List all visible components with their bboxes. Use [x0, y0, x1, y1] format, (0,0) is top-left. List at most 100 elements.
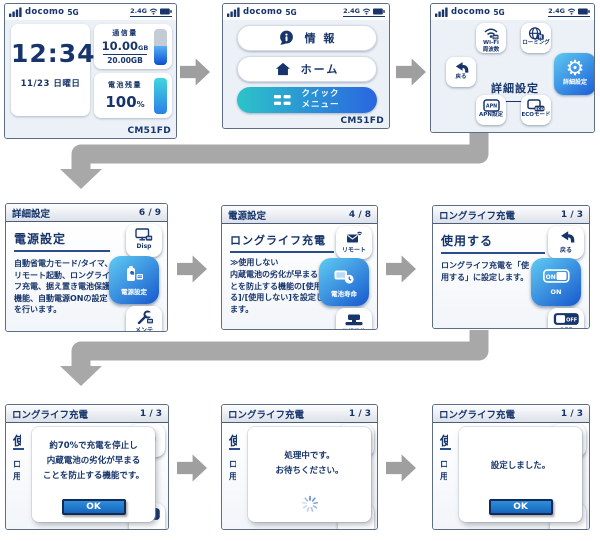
background-partial-text: ロ [440, 458, 447, 470]
data-used-value: 10.00 [101, 39, 139, 53]
page-indicator: 1 / 3 [139, 408, 162, 419]
clock-time: 12:34 [11, 39, 96, 68]
tile-remote[interactable]: リモート [336, 226, 372, 259]
network-label: 5G [285, 7, 297, 17]
info-button[interactable]: 情 報 [237, 25, 377, 51]
quick-menu-label-line2: メニュー [301, 100, 340, 110]
disp-label: Disp [136, 243, 152, 250]
background-title-underline [13, 448, 24, 450]
page-indicator: 1 / 3 [348, 408, 371, 419]
screen-longlife-info-dialog: ロングライフ充電 1 / 3 使 ロ 用 約70%で充電を停止し 内蔵電池の劣化… [5, 404, 169, 530]
background-partial-text: ロ [13, 458, 20, 470]
carrier-label: docomo [243, 7, 283, 17]
display-icon [135, 228, 153, 241]
status-bar: docomo 5G 2.4G [5, 4, 176, 20]
network-label: 5G [493, 7, 505, 17]
battery-life-label: 電池寿命 [331, 290, 357, 298]
dialog-line: 内蔵電池の劣化が早まる [46, 455, 141, 466]
battery-life-icon [334, 270, 354, 284]
data-usage-panel: 通信量 10.00GB 20.00GB [94, 24, 172, 69]
tile-protection[interactable]: 保護機能 [336, 308, 372, 329]
detail-settings-label: 詳細設定 [562, 79, 587, 86]
wifi-band-label: 2.4G [548, 7, 565, 15]
section-description: 内蔵電池の劣化が早まることを防止する機能の[使用する]/[使用しない]を設定しま… [230, 270, 330, 314]
flow-arrow-4 [386, 255, 416, 283]
screen-header: 電源設定 4 / 8 [222, 206, 377, 224]
tile-power-settings-selected[interactable]: 電源設定 [109, 256, 159, 304]
tile-apn-settings[interactable]: APN APN設定 [476, 95, 506, 125]
tile-detail-settings-selected[interactable]: ⚙ 詳細設定 [554, 53, 594, 95]
background-partial-text: ロ [229, 458, 236, 470]
tile-disp[interactable]: Disp [126, 224, 162, 257]
flow-arrow-2 [396, 58, 426, 86]
tile-on-selected[interactable]: ON ON [531, 258, 581, 306]
background-partial-text: 用 [440, 470, 447, 482]
power-settings-label: 電源設定 [121, 288, 147, 296]
flow-arrow-1 [180, 58, 210, 86]
back-label: 戻る [455, 74, 467, 80]
dialog-line: 設定しました。 [490, 461, 551, 471]
tile-maintenance[interactable]: メンテ [126, 306, 162, 332]
quick-menu-label-line1: クイック [301, 89, 340, 100]
page-indicator: 6 / 9 [138, 207, 161, 218]
gear-icon: ⚙ [565, 55, 585, 80]
tile-off[interactable]: OFF OFF [548, 308, 584, 328]
apn-icon-text: APN [485, 103, 496, 109]
roaming-globe-icon: R [528, 26, 544, 40]
maintenance-label: メンテ [134, 327, 153, 332]
home-icon [275, 62, 290, 76]
toggle-on-icon: ON [542, 268, 570, 283]
quick-menu-button[interactable]: クイックメニュー [237, 87, 377, 113]
signal-strength-icon [9, 7, 22, 17]
signal-strength-icon [435, 7, 448, 17]
quick-menu-icon [274, 94, 292, 105]
tile-roaming[interactable]: R ローミング [521, 23, 551, 53]
section-title: ロングライフ充電 [230, 232, 334, 253]
section-title: 電源設定 [14, 230, 110, 252]
quick-menu-title: 詳細設定 [491, 82, 539, 95]
battery-value: 100 [105, 93, 137, 111]
battery-icon [160, 8, 172, 14]
home-button[interactable]: ホーム [237, 56, 377, 82]
screen-detail-settings: 詳細設定 6 / 9 電源設定 自動省電力モード/タイマ、リモート起動、ロングラ… [5, 203, 168, 332]
section-title: 使用する [441, 232, 545, 254]
header-title: ロングライフ充電 [228, 409, 305, 421]
model-label: CM51FD [340, 116, 384, 126]
quick-menu-title-underline [484, 101, 546, 102]
wifi-frequency-label-line1: Wi-Fi [483, 40, 499, 46]
flow-connector-row1-row2 [60, 133, 489, 189]
ok-button[interactable]: OK [488, 499, 553, 515]
header-title: ロングライフ充電 [12, 409, 89, 421]
screen-header: 詳細設定 6 / 9 [6, 204, 167, 222]
flow-connector-row2-row3 [60, 330, 489, 386]
battery-gauge [154, 77, 167, 114]
background-partial-title: 使 [229, 432, 237, 449]
off-label: OFF [548, 327, 584, 328]
screen-main-menu: docomo 5G 2.4G 情 報 ホーム クイックメニュー CM51FD [222, 3, 390, 129]
remote-label: リモート [341, 247, 366, 254]
info-icon [279, 30, 293, 45]
eco-mode-icon: ECO [527, 98, 545, 111]
dialog-line: お待ちください。 [275, 465, 344, 476]
on-label: ON [550, 288, 562, 296]
dialog-line: ことを防止する機能です。 [42, 470, 145, 481]
tile-back[interactable]: 戻る [548, 226, 584, 259]
power-settings-icon [127, 265, 143, 281]
tile-battery-life-selected[interactable]: 電池寿命 [319, 258, 369, 306]
tile-back[interactable]: 戻る [446, 57, 476, 87]
header-title: 詳細設定 [12, 208, 51, 220]
home-body: 12:34 11/23 日曜日 通信量 10.00GB 20.00GB [5, 20, 176, 138]
tile-eco-mode[interactable]: ECO ECOモード [521, 95, 551, 125]
ok-button[interactable]: OK [61, 499, 126, 515]
done-dialog: 設定しました。 OK [459, 427, 582, 522]
page-indicator: 1 / 3 [560, 408, 583, 419]
eco-mode-label: ECOモード [521, 112, 551, 118]
toggle-on-text: ON [545, 273, 555, 280]
roaming-icon-letter: R [539, 34, 543, 39]
header-title: ロングライフ充電 [439, 409, 516, 421]
page-indicator: 1 / 3 [560, 209, 583, 220]
wifi-frequency-icon [484, 28, 499, 39]
